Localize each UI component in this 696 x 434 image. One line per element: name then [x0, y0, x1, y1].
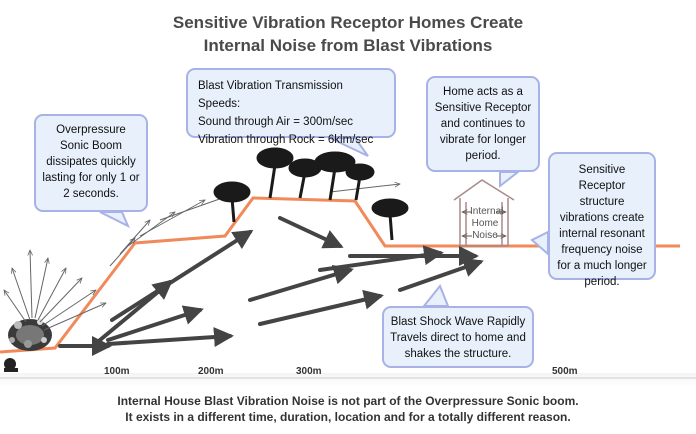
callout-tail-speeds: [329, 137, 369, 157]
house-label-line1: Internal: [470, 206, 504, 217]
caption-line2: It exists in a different time, duration,…: [125, 410, 571, 424]
callout-tail-shockwave: [421, 284, 450, 307]
diagram-title-line1: Sensitive Vibration Receptor Homes Creat…: [172, 13, 524, 32]
distance-tick-500m: 500m: [552, 366, 578, 377]
speeds-heading: Blast Vibration Transmission Speeds:: [198, 80, 343, 110]
trees-icon: [213, 147, 409, 241]
callout-shockwave: Blast Shock Wave Rapidly Travels direct …: [382, 306, 534, 368]
house-vibration-arrows: [462, 212, 506, 236]
caption-line1: Internal House Blast Vibration Noise is …: [117, 394, 579, 408]
callout-structure-noise: Sensitive Receptor structure vibrations …: [548, 152, 656, 288]
vibration-transmission-arrows: [58, 216, 484, 356]
distance-tick-300m: 300m: [296, 366, 322, 377]
distance-tick-200m: 200m: [198, 366, 224, 377]
callout-transmission-speeds: Blast Vibration Transmission Speeds: Sou…: [186, 68, 396, 146]
blast-symbol-icon: [4, 358, 18, 372]
terrain-profile-line: [0, 196, 680, 354]
house-label-line3: Noise: [472, 230, 498, 241]
overpressure-radial-arrows: [4, 184, 400, 331]
house-noise-label: Internal Home Noise: [470, 206, 504, 242]
callout-home-receptor: Home acts as a Sensitive Receptor and co…: [426, 76, 540, 172]
callout-tail-structure: [530, 230, 549, 257]
diagram-title-line2: Internal Noise from Blast Vibrations: [203, 36, 493, 55]
speeds-air: Sound through Air = 300m/sec: [198, 116, 354, 128]
callout-overpressure: Overpressure Sonic Boom dissipates quick…: [34, 114, 148, 212]
callout-tail-home: [499, 171, 521, 189]
house-label-line2: Home: [471, 218, 499, 229]
distance-tick-100m: 100m: [104, 366, 130, 377]
callout-tail-overpressure: [99, 211, 130, 229]
blast-rubble: [8, 319, 52, 351]
speeds-rock: Vibration through Rock = 6klm/sec: [198, 134, 374, 146]
ground-band: [0, 373, 696, 387]
